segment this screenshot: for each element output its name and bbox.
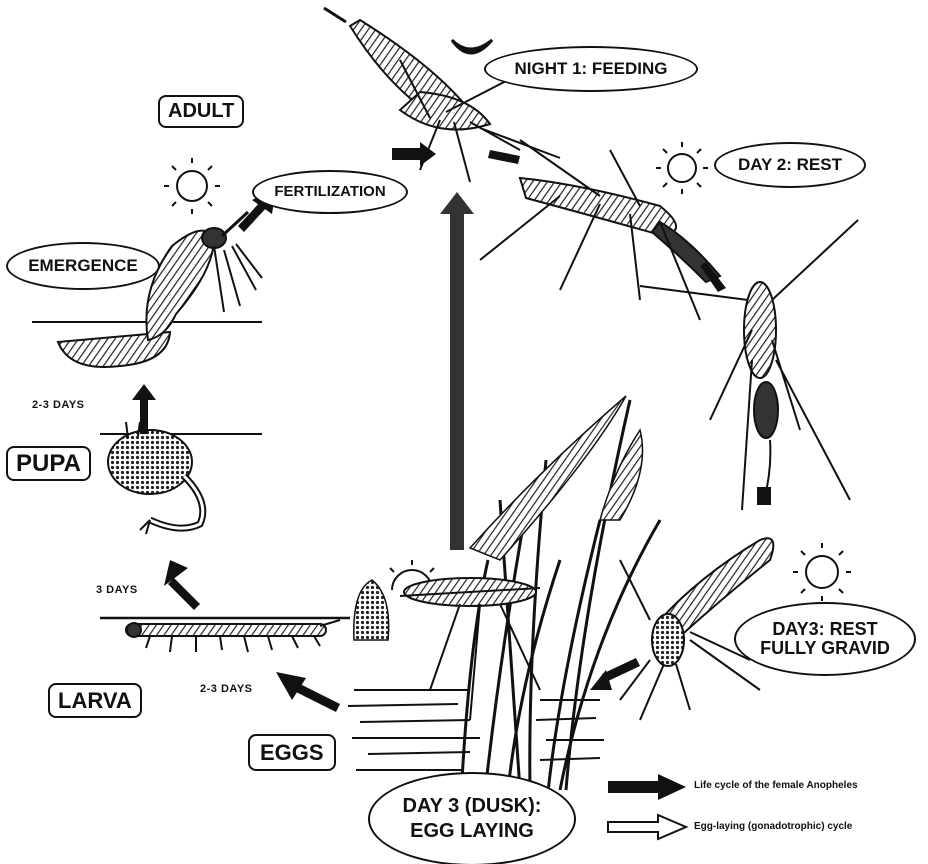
legend-open-arrow-icon: [608, 815, 686, 839]
stage-label-larva: LARVA: [48, 683, 142, 718]
day3-line1: DAY3: REST: [772, 620, 877, 639]
legend-black-arrow-icon: [608, 774, 686, 800]
event-label-emergence: EMERGENCE: [6, 242, 160, 290]
feeding-mosquito-illustration: [324, 8, 560, 182]
moon-icon: [452, 40, 492, 53]
event-label-night1-feeding: NIGHT 1: FEEDING: [484, 46, 698, 92]
stage-label-eggs: EGGS: [248, 734, 336, 771]
dusk-line1: DAY 3 (DUSK):: [403, 796, 542, 817]
egg-laying-scene-illustration: [348, 396, 660, 792]
duration-pupa-to-adult: 2-3 DAYS: [32, 400, 85, 412]
arrow-feeding-to-rest: [488, 150, 520, 164]
event-label-fertilization: FERTILIZATION: [252, 170, 408, 214]
pupa-illustration: [108, 422, 203, 534]
event-label-day2-rest: DAY 2: REST: [714, 142, 866, 188]
dusk-line2: EGG LAYING: [410, 821, 534, 842]
stage-label-pupa: PUPA: [6, 446, 91, 481]
arrow-larva-to-pupa: [164, 560, 200, 610]
sun-icon-day2: [656, 142, 708, 194]
arrow-gravid-to-egglaying: [590, 658, 640, 690]
arrow-eggs-to-larva: [276, 672, 340, 712]
sun-icon-day3: [793, 543, 851, 601]
stage-label-adult: ADULT: [158, 95, 244, 128]
event-label-day3-rest-gravid: DAY3: REST FULLY GRAVID: [734, 602, 916, 676]
event-label-dusk-egg-laying: DAY 3 (DUSK): EGG LAYING: [368, 772, 576, 864]
arrow-egglaying-to-feeding: [440, 192, 474, 550]
duration-eggs-to-larva: 2-3 DAYS: [200, 684, 253, 696]
legend-life-cycle: Life cycle of the female Anopheles: [694, 780, 858, 791]
larva-illustration: [126, 620, 340, 652]
legend-egg-laying-cycle: Egg-laying (gonadotrophic) cycle: [694, 821, 852, 832]
blood-fed-mosquito-illustration: [640, 220, 858, 510]
arrow-pupa-to-adult: [132, 384, 156, 434]
duration-larva-to-pupa: 3 DAYS: [96, 585, 138, 597]
sun-icon-fertilization: [164, 158, 220, 214]
day3-line2: FULLY GRAVID: [760, 639, 890, 658]
resting-mosquito-day2-illustration: [480, 140, 720, 320]
